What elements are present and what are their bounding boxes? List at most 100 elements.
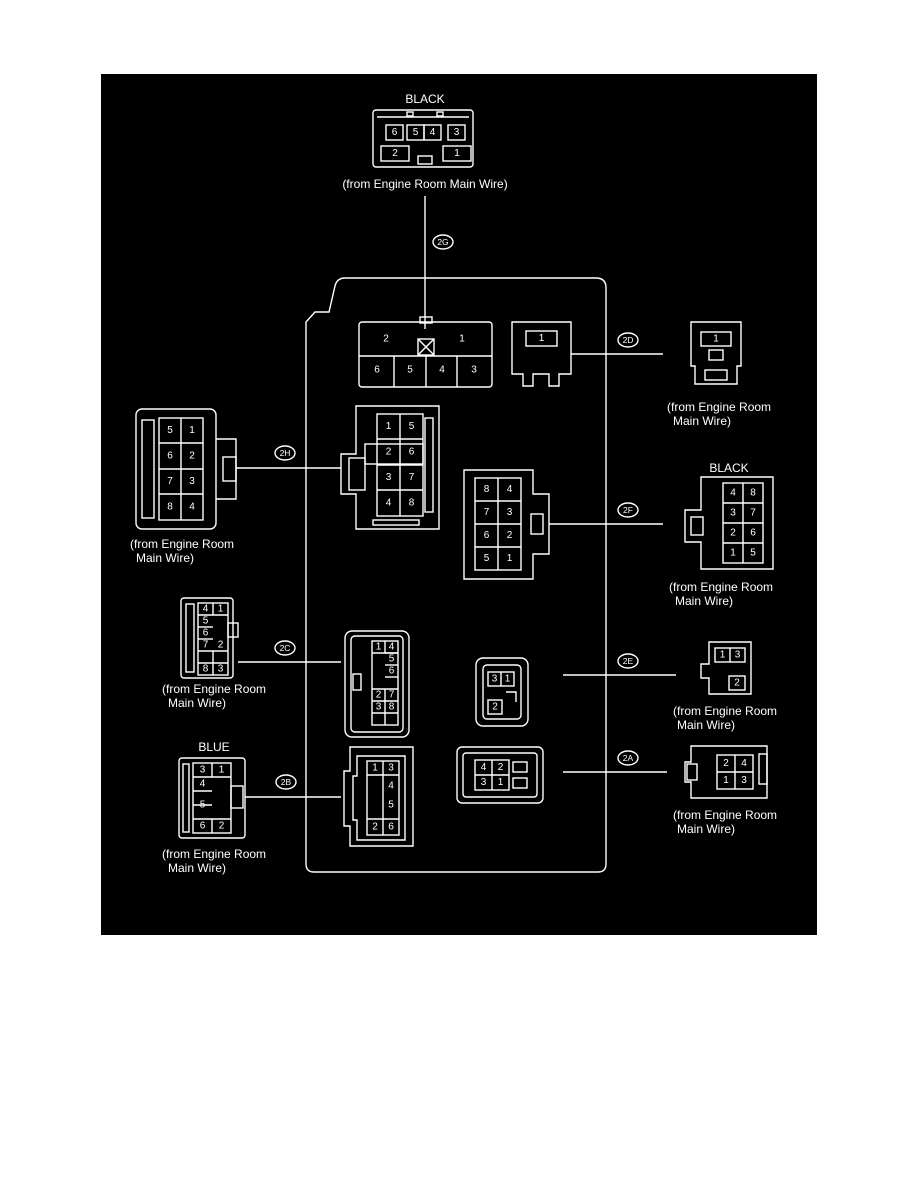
svg-text:2C: 2C: [280, 643, 291, 653]
connector-2f-block-pin: 7: [484, 507, 490, 518]
connector-2h-plug: 5 1 6 2 7 3 8 4: [135, 408, 237, 530]
connector-2e-plug: 1 3 2: [700, 641, 752, 695]
connector-2a-pin: 1: [723, 775, 729, 786]
connector-2c-source-label: (from Engine Room Main Wire): [162, 682, 269, 710]
connector-2c-pin: 2: [218, 640, 224, 651]
connector-2h-source-label: (from Engine Room Main Wire): [130, 537, 237, 565]
connector-2f-color-label: BLACK: [709, 461, 748, 475]
svg-text:2A: 2A: [623, 753, 634, 763]
svg-text:2B: 2B: [281, 777, 292, 787]
connector-2a-block-pin: 4: [481, 762, 487, 773]
connector-2f-block-socket: 8 4 7 3 6 2 5 1: [463, 469, 550, 580]
connector-2e-source-label: (from Engine Room Main Wire): [673, 704, 780, 732]
connector-2b-plug: 3 1 4 5 6 2: [178, 757, 246, 839]
connector-2e-pin: 1: [720, 650, 726, 661]
connector-2c-pin: 7: [203, 640, 209, 651]
connector-2e-block-socket: 3 1 2: [475, 657, 529, 727]
connector-2g-plug: 6 5 4 3 2 1: [372, 109, 474, 168]
connector-2h-block-pin: 2: [386, 447, 392, 458]
connector-2h-block-pin: 1: [386, 421, 392, 432]
connector-2a-pin: 4: [741, 758, 747, 769]
connector-2f-pin: 3: [730, 508, 736, 519]
connector-2c-block-pin: 1: [376, 642, 382, 653]
svg-text:2D: 2D: [623, 335, 634, 345]
connector-2f-block-pin: 1: [507, 553, 513, 564]
connector-2c-block-pin: 2: [376, 690, 382, 701]
connector-2g-block-pin: 1: [459, 334, 465, 345]
connector-2h: 5 1 6 2 7 3 8 4 (from Engine Room Main W…: [130, 405, 440, 565]
connector-2e: 3 1 2 2E 1 3 2 (from Engine Room Main Wi…: [475, 641, 780, 732]
connector-2g-block-pin: 4: [439, 365, 445, 376]
connector-2g-block-pin: 5: [407, 365, 413, 376]
connector-2h-block-socket: 1 5 2 6 3 7 4 8: [340, 405, 440, 530]
connector-2a-plug: 2 4 1 3: [684, 745, 768, 799]
connector-2f-pin: 8: [750, 488, 756, 499]
connector-2a-tag: 2A: [617, 750, 639, 766]
connector-2c-plug: 4 1 5 6 7 2 8 3: [180, 597, 239, 679]
connector-2g-pin: 3: [454, 127, 460, 138]
connector-2c-block-pin: 6: [389, 666, 395, 677]
connector-2g-pin: 5: [413, 127, 419, 138]
diagram-background: [101, 74, 817, 935]
connector-2f-block-pin: 6: [484, 530, 490, 541]
connector-2c-pin: 1: [218, 604, 224, 615]
connector-2c-pin: 6: [203, 628, 209, 639]
connector-2e-pin: 3: [735, 650, 741, 661]
connector-2f-pin: 1: [730, 548, 736, 559]
connector-2a-block-pin: 1: [498, 777, 504, 788]
connector-2a-block-pin: 2: [498, 762, 504, 773]
connector-2g-pin: 6: [392, 127, 398, 138]
connector-2h-block-pin: 8: [409, 498, 415, 509]
connector-2f-block-pin: 8: [484, 484, 490, 495]
connector-2f-pin: 5: [750, 548, 756, 559]
connector-2b: BLUE 3 1 4 5 6 2 (from Engine Room Main …: [162, 740, 414, 875]
connector-2f-pin: 6: [750, 528, 756, 539]
connector-2g-block-pin: 3: [471, 365, 477, 376]
connector-2d-block-pin: 1: [539, 333, 545, 344]
connector-2b-pin: 2: [219, 821, 225, 832]
connector-2c-pin: 4: [203, 604, 209, 615]
connector-2a-pin: 2: [723, 758, 729, 769]
connector-2f: 8 4 7 3 6 2 5 1 2F BLACK 4 8 3 7 2: [463, 461, 776, 608]
connector-2h-block-pin: 6: [409, 447, 415, 458]
connector-2h-pin: 3: [189, 476, 195, 487]
connector-2b-block-pin: 2: [372, 822, 378, 833]
connector-2a: 4 2 3 1 2A 2 4 1 3 (from Engine Room Mai…: [456, 745, 780, 836]
connector-2b-block-pin: 4: [388, 781, 394, 792]
connector-2e-block-pin: 3: [492, 674, 498, 685]
connector-2c-block-pin: 8: [389, 702, 395, 713]
connector-2g: BLACK 6 5 4 3 2 1 (from Engine Room Main…: [342, 92, 508, 388]
connector-2a-pin: 3: [741, 775, 747, 786]
connector-2g-block-socket: 2 1 6 5 4 3: [358, 316, 493, 388]
connector-2f-block-pin: 2: [507, 530, 513, 541]
connector-2h-block-pin: 7: [409, 472, 415, 483]
connector-2g-tag: 2G: [432, 234, 454, 250]
connector-2f-source-label: (from Engine Room Main Wire): [669, 580, 776, 608]
connector-2f-pin: 4: [730, 488, 736, 499]
connector-2c-pin: 5: [203, 616, 209, 627]
svg-text:2H: 2H: [280, 448, 291, 458]
connector-2b-block-pin: 3: [388, 763, 394, 774]
connector-2c-tag: 2C: [274, 640, 296, 656]
connector-2b-pin: 1: [219, 765, 225, 776]
connector-2f-block-pin: 4: [507, 484, 513, 495]
connector-2a-block-pin: 3: [481, 777, 487, 788]
connector-2b-block-socket: 1 3 4 5 2 6: [343, 746, 414, 847]
connector-2f-pin: 2: [730, 528, 736, 539]
connector-2f-plug: 4 8 3 7 2 6 1 5: [684, 476, 774, 570]
connector-2f-pin: 7: [750, 508, 756, 519]
connector-2h-pin: 2: [189, 451, 195, 462]
connector-2c: 4 1 5 6 7 2 8 3 (from Engine Room Main W…: [162, 597, 410, 738]
connector-2g-block-pin: 6: [374, 365, 380, 376]
connector-2h-pin: 5: [167, 425, 173, 436]
connector-2a-source-label: (from Engine Room Main Wire): [673, 808, 780, 836]
connector-2d-tag: 2D: [617, 332, 639, 348]
connector-2h-block-pin: 4: [386, 498, 392, 509]
connector-2b-source-label: (from Engine Room Main Wire): [162, 847, 269, 875]
connector-2f-block-pin: 3: [507, 507, 513, 518]
connector-2b-block-pin: 1: [372, 763, 378, 774]
svg-text:2E: 2E: [623, 656, 634, 666]
connector-2d-block-socket: 1: [511, 321, 572, 387]
connector-2b-color-label: BLUE: [198, 740, 229, 754]
connector-2e-block-pin: 2: [492, 702, 498, 713]
